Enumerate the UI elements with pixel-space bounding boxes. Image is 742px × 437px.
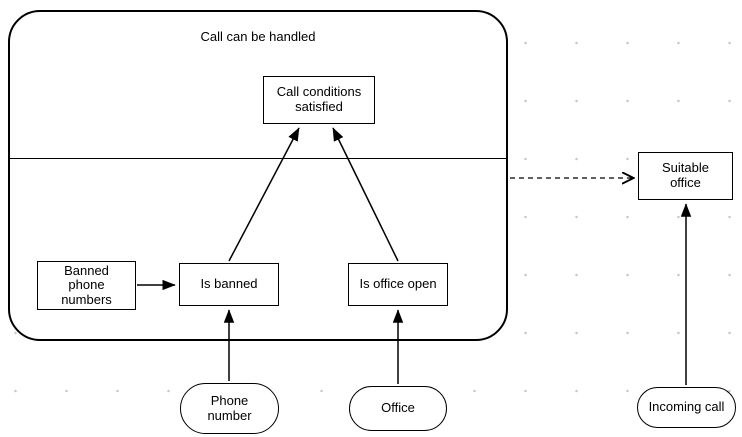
node-label: Call conditions satisfied	[276, 84, 362, 114]
node-label: Is banned	[200, 276, 258, 292]
input-node-phone-number[interactable]: Phone number	[180, 383, 279, 434]
decision-node-call-conditions-satisfied[interactable]: Call conditions satisfied	[263, 76, 375, 124]
decision-service-label: Call can be handled	[200, 29, 316, 44]
node-label: Phone number	[207, 392, 252, 423]
decision-node-is-office-open[interactable]: Is office open	[348, 263, 448, 306]
input-node-incoming-call[interactable]: Incoming call	[637, 387, 736, 428]
node-label: Suitable office	[662, 160, 709, 190]
decision-node-is-banned[interactable]: Is banned	[179, 263, 279, 306]
node-label: Office	[381, 400, 415, 416]
node-label: Is office open	[359, 276, 437, 292]
node-label: Banned phone numbers	[61, 262, 112, 307]
decision-service-divider	[8, 158, 508, 159]
node-label: Incoming call	[648, 399, 725, 415]
decision-node-suitable-office[interactable]: Suitable office	[638, 152, 733, 200]
decision-node-banned-phone-numbers[interactable]: Banned phone numbers	[37, 261, 136, 310]
input-node-office[interactable]: Office	[349, 386, 447, 431]
